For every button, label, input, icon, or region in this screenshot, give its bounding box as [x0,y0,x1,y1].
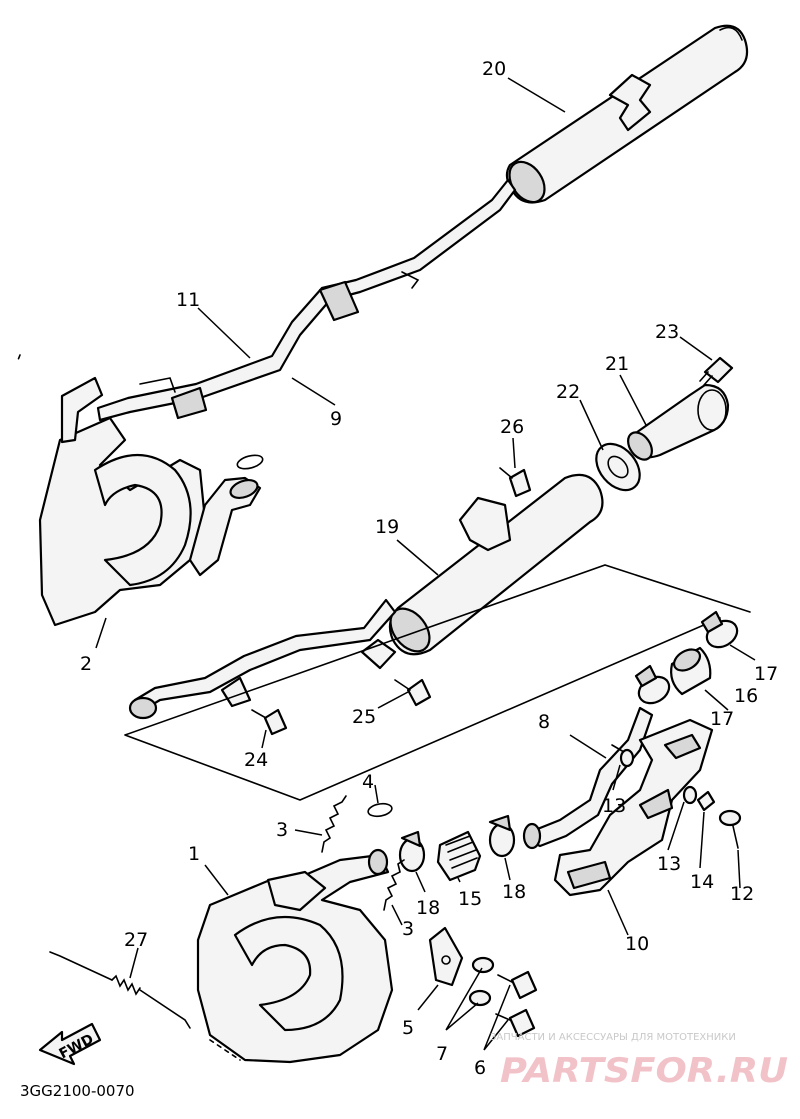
callout-26: 26 [500,416,524,438]
silencer-19 [128,473,604,720]
washer-7 [468,956,495,1007]
callout-16: 16 [734,685,758,707]
callout-27: 27 [124,929,148,951]
callout-13-right: 13 [657,853,681,875]
guard-10 [553,718,714,897]
nut-14 [696,790,716,812]
clamp-18-left [398,830,426,873]
leader-lines [95,77,756,1051]
bolt-23 [699,356,734,386]
o-ring-4 [367,802,393,818]
bolt-26 [499,467,532,498]
clamp-17-upper [700,610,739,649]
callout-6: 6 [474,1057,486,1079]
spring-3-upper [321,795,347,853]
silencer-20 [505,24,749,204]
expansion-chamber-2 [38,376,264,627]
callout-21: 21 [605,353,629,375]
callout-22: 22 [556,381,580,403]
callout-7: 7 [436,1043,448,1065]
watermark-caption: ЗАПЧАСТИ И АКСЕССУАРЫ ДЛЯ МОТОТЕХНИКИ [490,1032,736,1043]
callout-25: 25 [352,706,376,728]
callout-19: 19 [375,516,399,538]
reference-dash [17,354,241,1061]
bolt-24 [251,708,288,736]
callout-12: 12 [730,883,754,905]
callout-24: 24 [244,749,268,771]
screw-12 [718,809,742,849]
callout-13-left: 13 [602,795,626,817]
assembly-boundary [124,564,751,801]
watermark: ЗАПЧАСТИ И АКСЕССУАРЫ ДЛЯ МОТОТЕХНИКИ PA… [490,1032,788,1091]
callout-3-lower: 3 [402,918,414,940]
callout-11: 11 [176,289,200,311]
callout-14: 14 [690,871,714,893]
callout-15: 15 [458,888,482,910]
diagram-code: 3GG2100-0070 [20,1082,135,1100]
bolt-25 [394,678,432,707]
bracket-5 [428,926,464,987]
callout-9: 9 [330,408,342,430]
callout-labels: 20 11 9 2 23 21 22 26 19 25 24 17 16 17 … [80,58,778,1079]
callout-23: 23 [655,321,679,343]
callout-17-lower: 17 [710,708,734,730]
joint-15 [436,830,482,882]
callout-18-right: 18 [502,881,526,903]
fwd-arrow: FWD [38,1022,102,1066]
end-cap-21 [627,383,730,461]
callout-18-left: 18 [416,897,440,919]
callout-8: 8 [538,711,550,733]
callout-5: 5 [402,1017,414,1039]
washer-13-left [619,748,635,768]
joint-16 [670,646,712,696]
watermark-brand: PARTSFOR.RU [500,1051,788,1091]
callout-1: 1 [188,843,200,865]
washer-13-right [682,785,698,805]
clamp-17-lower [634,664,671,705]
callout-17-upper: 17 [754,663,778,685]
exhaust-pipe-9 [96,178,517,422]
bolt-6 [495,970,538,1038]
pipe-8 [522,706,654,850]
callout-10: 10 [625,933,649,955]
spring-3-lower [383,859,405,911]
expansion-chamber-1 [196,848,394,1064]
callout-3-upper: 3 [276,819,288,841]
spring-rod-27 [49,951,191,1029]
callout-2: 2 [80,653,92,675]
clamp-18-right [488,814,516,858]
callout-20: 20 [482,58,506,80]
callout-4: 4 [362,771,374,793]
